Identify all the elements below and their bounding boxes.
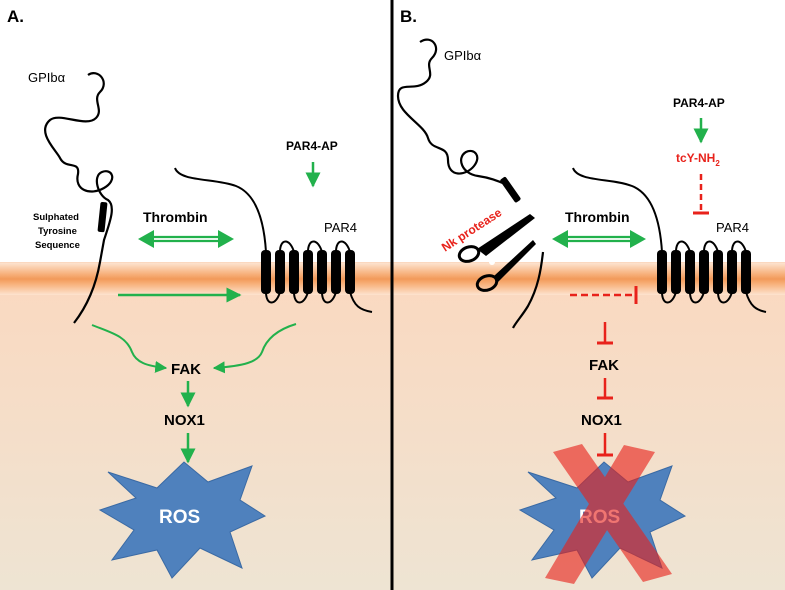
sulphated-label-line-1: Sulphated: [33, 212, 79, 223]
ros-blocked-cross: [545, 444, 672, 584]
tcy-nh2-subscript: 2: [715, 159, 720, 168]
par4-label: PAR4: [324, 220, 357, 235]
sulphated-label-line-2: Tyrosine: [38, 226, 77, 237]
tcy-nh2-label: tcY-NH2: [676, 151, 720, 168]
nox1-to-ros-inhibition: [597, 433, 613, 457]
thrombin-double-arrow: [138, 230, 234, 248]
fak-to-nox1-inhibition: [597, 378, 613, 400]
tcy-nh2-inhibition: [693, 174, 709, 215]
panel-a-label: A.: [7, 7, 24, 26]
thrombin-label-b: Thrombin: [565, 209, 630, 225]
sulphated-tyrosine-segment-b: [500, 177, 521, 203]
gpib-to-par4-inhibited: [570, 286, 638, 304]
fak-node: FAK: [171, 361, 201, 378]
panel-b-label: B.: [400, 7, 417, 26]
gpib-alpha-label-b: GPIbα: [444, 48, 482, 63]
gpib-alpha-chain: [44, 72, 114, 324]
tcy-nh2-main: tcY-NH: [676, 151, 715, 165]
nox1-node: NOX1: [164, 412, 205, 429]
panel-a: A. GPIbα Sulphated Tyrosine Sequence Thr…: [7, 7, 373, 579]
fak-node-b: FAK: [589, 357, 619, 374]
gpib-stump: [512, 251, 545, 329]
par4-ap-label-b: PAR4-AP: [673, 96, 725, 110]
par4-label-b: PAR4: [716, 220, 749, 235]
ros-label: ROS: [159, 507, 200, 528]
sulphated-tyrosine-segment: [97, 201, 108, 233]
sulphated-label-line-3: Sequence: [35, 240, 80, 251]
par4-to-fak-arrow: [212, 323, 297, 374]
par4-ap-label: PAR4-AP: [286, 139, 338, 153]
gpib-alpha-chain-cleaved: [396, 38, 511, 188]
gpib-to-fak-arrow: [91, 324, 168, 373]
ros-star-icon: [98, 461, 267, 579]
nox1-node-b: NOX1: [581, 412, 622, 429]
par4-receptor-icon-b: [572, 167, 767, 313]
par4-receptor-icon: [174, 167, 373, 313]
upstream-to-fak-inhibition: [597, 322, 613, 345]
thrombin-double-arrow-b: [552, 230, 646, 248]
gpib-alpha-label: GPIbα: [28, 70, 66, 85]
thrombin-label: Thrombin: [143, 209, 208, 225]
scissors-icon: [457, 214, 536, 292]
